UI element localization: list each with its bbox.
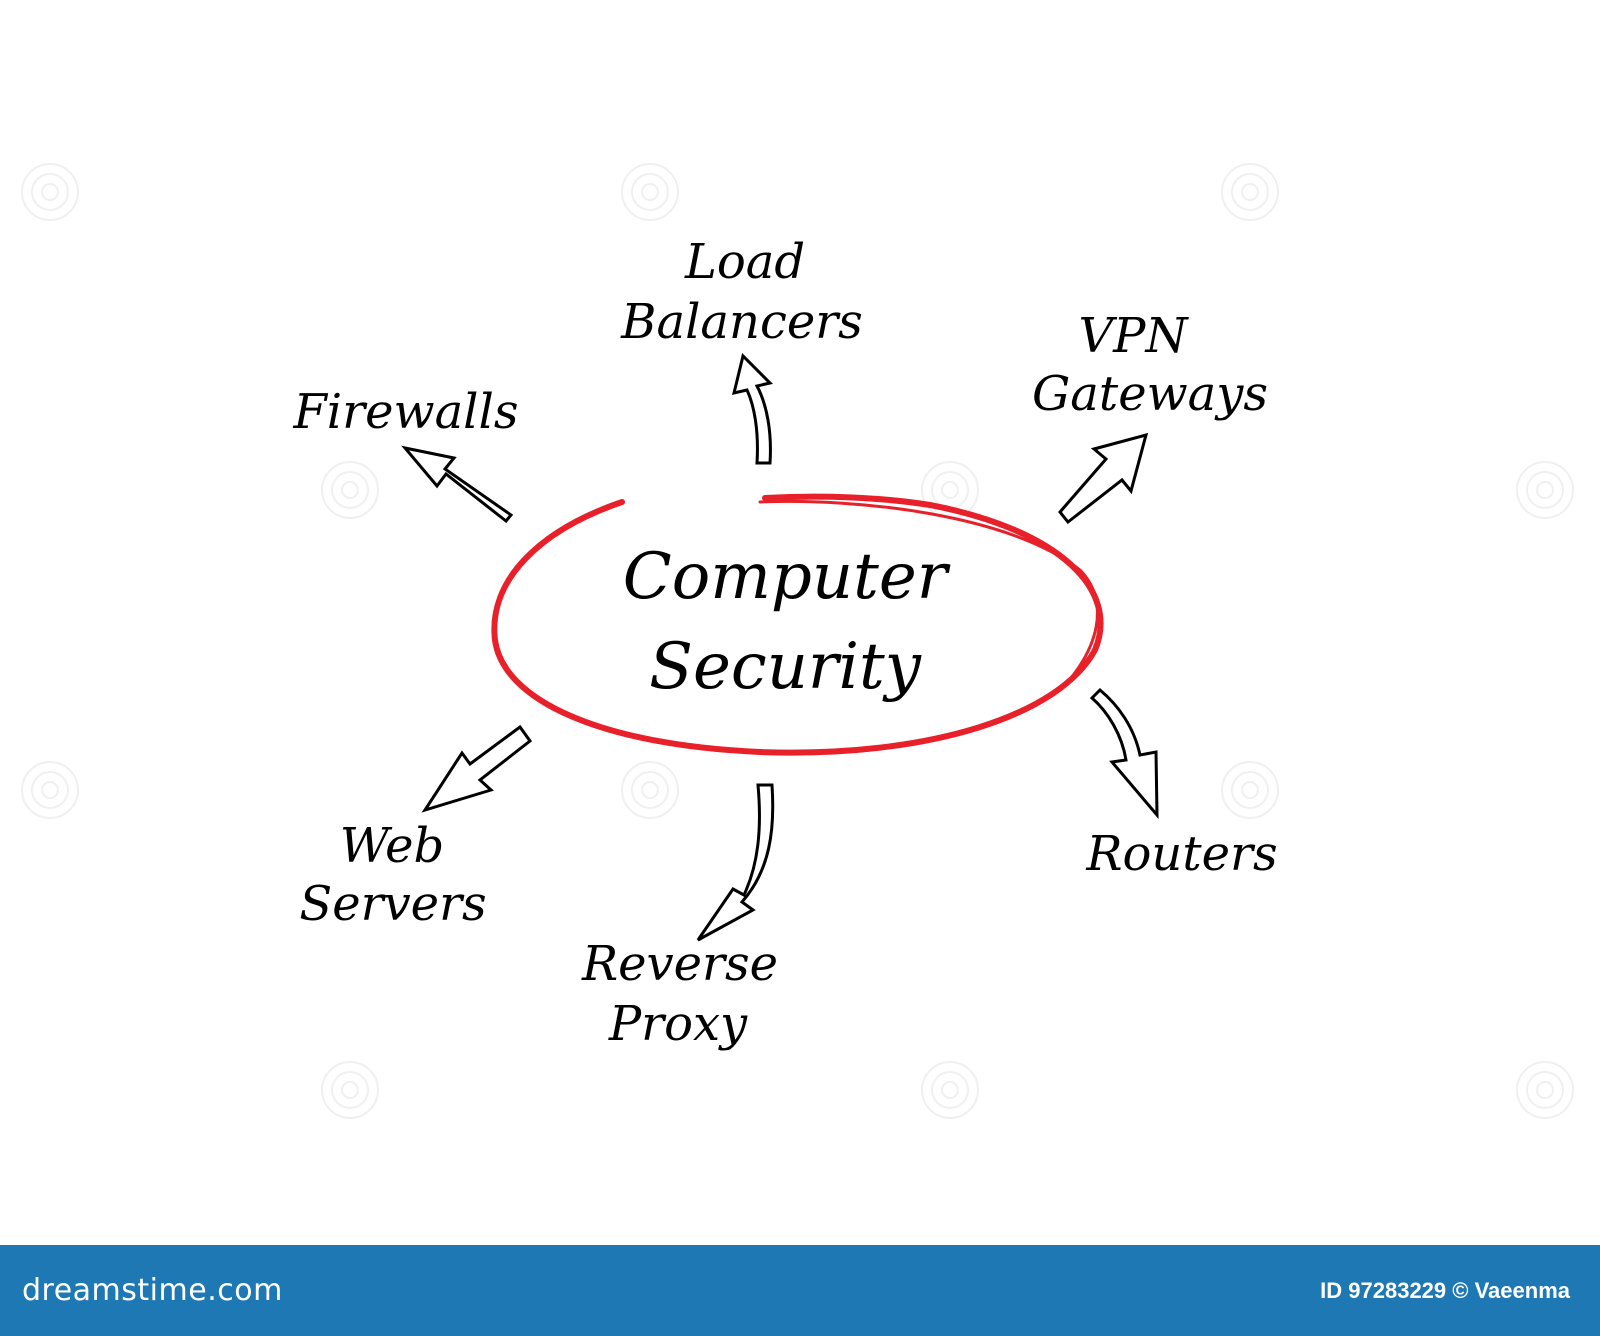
- arrow-to-vpn-gateways: [1058, 432, 1149, 525]
- node-firewalls-label: Firewalls: [292, 384, 518, 440]
- node-vpn-gateways-label-line1: VPN: [1079, 308, 1190, 364]
- node-reverse-proxy-label-line2: Proxy: [608, 996, 748, 1052]
- center-ring: [491, 493, 1104, 756]
- node-web-servers-label-line1: Web: [340, 818, 445, 874]
- node-load-balancers-label-line2: Balancers: [620, 294, 863, 350]
- arrow-to-reverse-proxy: [696, 783, 775, 942]
- node-vpn-gateways-label-line2: Gateways: [1032, 366, 1268, 422]
- node-load-balancers-label-line1: Load: [684, 234, 805, 290]
- footer-bar: dreamstime.com ID 97283229 © Vaeenma: [0, 1245, 1600, 1336]
- diagram: Computer Security Firewalls Load Balance…: [21, 163, 1574, 1119]
- node-reverse-proxy-label-line1: Reverse: [581, 936, 778, 992]
- center-title-line2: Security: [649, 630, 922, 704]
- arrow-to-firewalls: [401, 445, 514, 524]
- footer-logo[interactable]: dreamstime.com: [22, 1273, 283, 1308]
- center-title-line1: Computer: [623, 540, 951, 614]
- node-routers-label: Routers: [1085, 826, 1277, 882]
- footer-credit: ID 97283229 © Vaeenma: [1320, 1277, 1570, 1303]
- node-web-servers-label-line2: Servers: [299, 876, 486, 932]
- arrow-to-load-balancers: [731, 353, 773, 465]
- arrow-to-web-servers: [421, 724, 533, 813]
- watermark-pattern: [21, 163, 1574, 1119]
- arrow-to-routers: [1089, 687, 1159, 820]
